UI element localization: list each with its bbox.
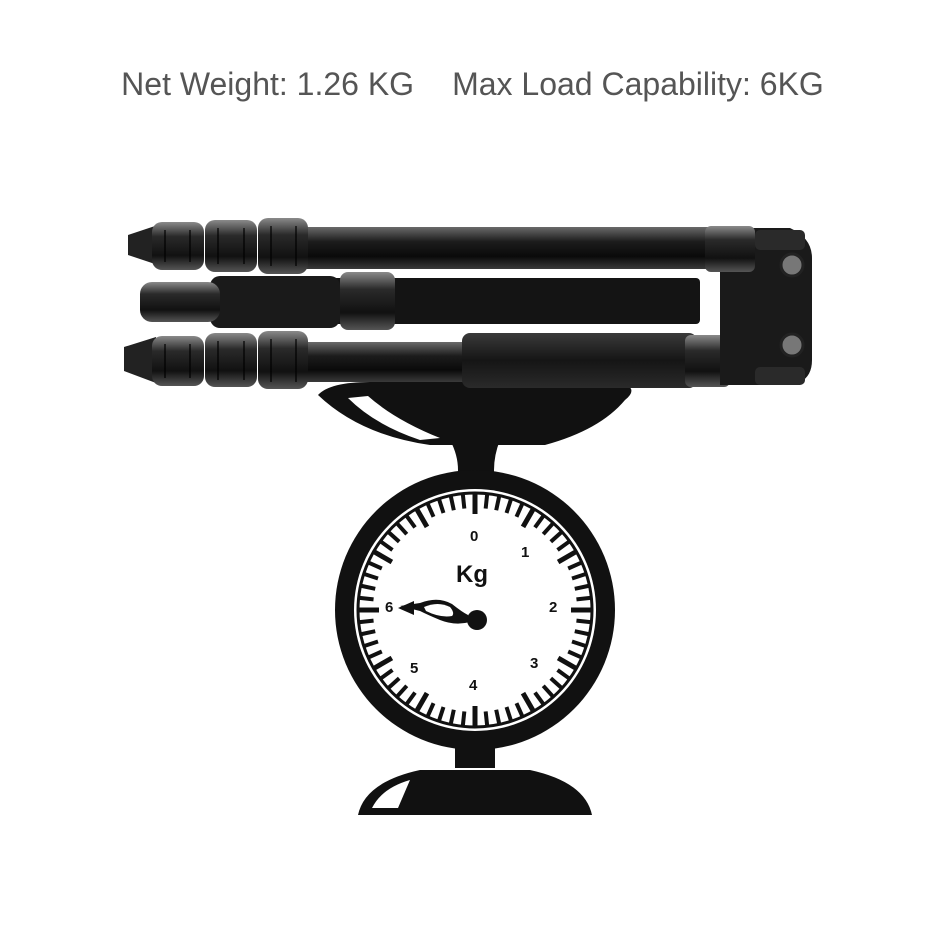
dial-tick [361,629,376,637]
dial-tick [494,709,502,724]
dial-tick [576,595,591,602]
dial-tick [520,508,536,529]
dial-needle [398,599,487,630]
dial-tick [387,530,401,544]
dial-tick [549,676,563,690]
dial-tick [361,583,376,591]
dial-tick [437,706,446,721]
scale-neck [450,440,500,480]
dial-tick [460,711,467,726]
dial-tick [460,494,467,509]
scale-lower-neck [455,742,495,768]
dial-tick [387,676,401,690]
dial-tick [405,691,417,706]
dial-label-5: 5 [410,660,418,677]
dial-tick [541,684,555,698]
dial-tick [483,711,490,726]
dial-tick [556,540,571,552]
dial-tick [414,691,430,712]
dial-tick [359,618,374,625]
dial-tick [533,691,545,706]
dial-tick [556,549,577,565]
dial-tick [483,494,490,509]
dial-tick [373,655,394,671]
dial-unit-label: Kg [456,561,488,588]
dial-tick [379,668,394,680]
dial-labels: 0 1 2 3 4 5 6 Kg [385,528,557,694]
base-highlight [372,780,410,808]
net-weight-text: Net Weight: 1.26 KG [121,66,415,102]
dial-label-1: 1 [521,544,529,561]
dial-tick [494,496,502,511]
dial-label-0: 0 [470,528,478,545]
max-load-text: Max Load Capability: 6KG [452,66,824,102]
lock-ridges [164,226,297,382]
dial-tick [373,549,394,565]
dial-tick [567,560,582,571]
dial-tick [414,508,430,529]
dial-tick [448,709,456,724]
tripod-icon [124,218,812,389]
dial-tick [556,668,571,680]
scale-tray [318,382,632,445]
dial-tick [556,655,577,671]
dial-label-4: 4 [469,677,478,694]
dial-tick [549,530,563,544]
dial-tick [567,649,582,660]
dial-face [356,491,594,729]
dial-tick [359,595,374,602]
dial-tick [504,706,513,721]
dial-label-2: 2 [549,599,557,616]
dial-tick [395,522,409,536]
dial-tick [520,691,536,712]
dial-tick [437,499,446,514]
dial-tick [425,503,436,518]
dial-tick [364,572,379,581]
dial-tick [571,639,586,648]
dial-tick [574,583,589,591]
dial-tick [571,572,586,581]
dial-tick [576,618,591,625]
dial-label-3: 3 [530,655,538,672]
dial-tick [533,514,545,529]
dial-tick [514,702,525,717]
scale-body [318,382,632,815]
spec-headline: Net Weight: 1.26 KG Max Load Capability: … [0,66,945,103]
dial-label-6: 6 [385,599,393,616]
dial-ticks [359,494,591,726]
dial-tick [574,629,589,637]
dial-tick [368,649,383,660]
dial-tick [395,684,409,698]
dial-tick [425,702,436,717]
dial-tick [364,639,379,648]
dial-tick [448,496,456,511]
scale-base [358,770,592,815]
dial-tick [514,503,525,518]
tray-highlight [348,396,440,440]
dial-tick [541,522,555,536]
dial-tick [368,560,383,571]
dial-tick [379,540,394,552]
dial-tick [405,514,417,529]
dial-tick [504,499,513,514]
